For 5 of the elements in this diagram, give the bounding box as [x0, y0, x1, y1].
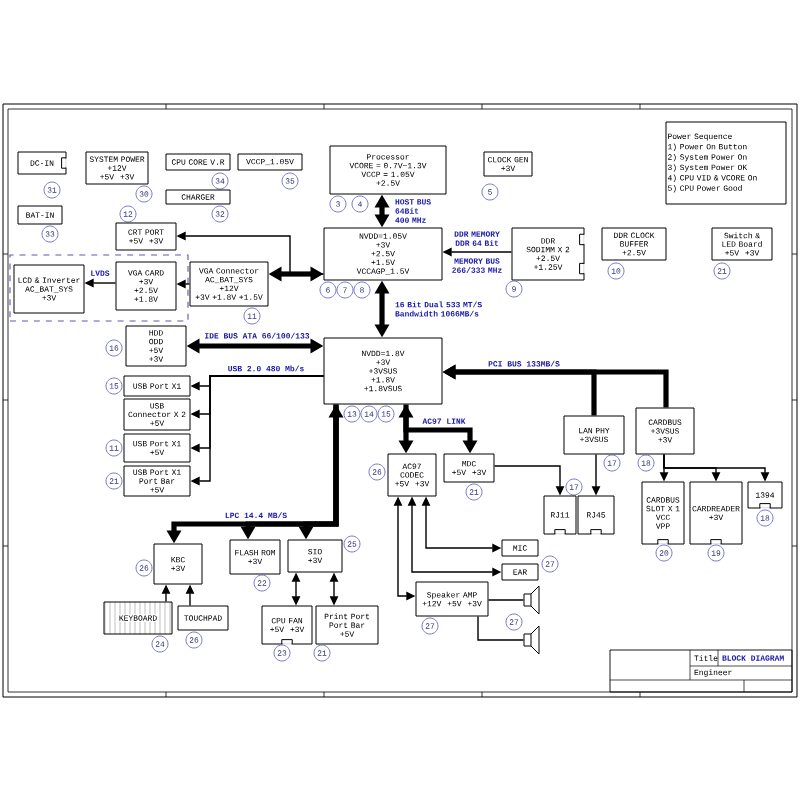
speaker-symbol: [523, 585, 540, 615]
connector-line: [487, 599, 525, 601]
connector-line: [477, 615, 525, 641]
group-frame: [9, 254, 189, 322]
speaker-symbol: [523, 625, 540, 655]
